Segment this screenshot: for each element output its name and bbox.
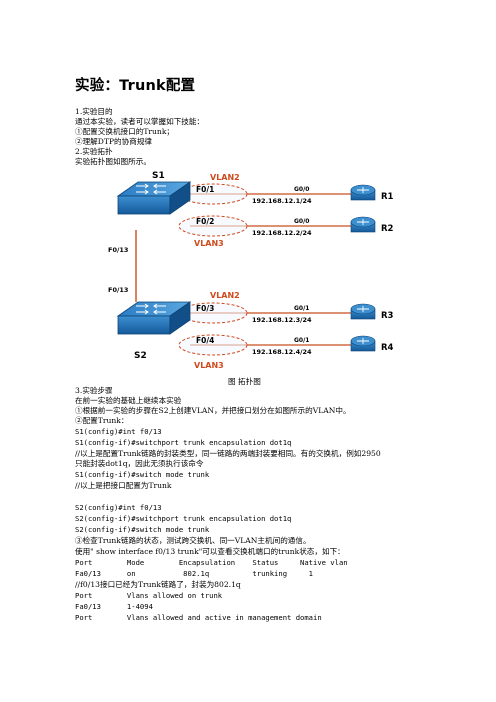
label-vlan3-top: VLAN3 [194, 239, 224, 248]
label-r4: R4 [381, 343, 394, 353]
text-line: 2.实验拓扑 [75, 147, 113, 156]
label-vlan2-top: VLAN2 [210, 173, 240, 182]
code-line: S1(config-if)#switch mode trunk [75, 470, 210, 479]
text-line: 只能封装dot1q，因此无须执行该命令 [75, 459, 204, 468]
label-f013-s2: F0/13 [108, 286, 128, 294]
label-ip-r2: 192.168.12.2/24 [252, 229, 312, 237]
label-f013-s1: F0/13 [108, 246, 128, 254]
text-line: 3.实验步骤 [75, 386, 113, 395]
label-r1: R1 [381, 192, 394, 202]
text-line: 使用" show interface f0/13 trunk"可以查看交换机端口… [75, 547, 345, 556]
label-g01-r4: G0/1 [294, 337, 309, 344]
page-title: 实验：Trunk配置 [75, 78, 196, 94]
router-r2-icon [350, 216, 376, 233]
label-s2: S2 [134, 351, 147, 361]
label-g01-r3: G0/1 [294, 305, 309, 312]
label-g00-r1: G0/0 [294, 186, 309, 193]
code-line: Fa0/13 on 802.1q trunking 1 [75, 569, 313, 578]
label-r3: R3 [381, 311, 394, 321]
code-line: S2(config-if)#switchport trunk encapsula… [75, 514, 292, 523]
label-vlan3-bottom: VLAN3 [194, 361, 224, 370]
label-ip-r3: 192.168.12.3/24 [252, 316, 312, 324]
label-s1: S1 [152, 171, 165, 181]
code-line: S2(config-if)#switch mode trunk [75, 525, 210, 534]
text-line: 1.实验目的 [75, 107, 113, 116]
text-line: 通过本实验，读者可以掌握如下技能： [75, 117, 205, 126]
code-line: S1(config)#int f0/13 [75, 427, 162, 436]
code-line: S2(config)#int f0/13 [75, 503, 162, 512]
label-ip-r1: 192.168.12.1/24 [252, 197, 312, 205]
text-line: ①根据前一实验的步骤在S2上创建VLAN，并把接口划分在如图所示的VLAN中。 [75, 406, 351, 415]
figure-caption: 图 拓扑图 [228, 377, 261, 386]
label-f04: F0/4 [196, 336, 214, 345]
text-line: 在前一实验的基础上继续本实验 [75, 396, 182, 405]
text-line: //以上是配置Trunk链路的封装类型，同一链路的两端封装要相同。有的交换机，例… [75, 449, 381, 458]
code-line: Port Vlans allowed on trunk [75, 591, 223, 600]
label-g00-r2: G0/0 [294, 218, 309, 225]
label-ip-r4: 192.168.12.4/24 [252, 348, 312, 356]
label-vlan2-bottom: VLAN2 [210, 291, 240, 300]
text-line: ①配置交换机接口的Trunk； [75, 127, 175, 136]
switch-s1-icon [116, 181, 192, 215]
text-line: //f0/13接口已经为Trunk链路了，封装为802.1q [75, 580, 241, 589]
text-line: 实验拓扑图如图所示。 [75, 157, 151, 166]
text-line: ②配置Trunk： [75, 416, 129, 425]
vlan2-top-ellipse [178, 183, 248, 205]
router-r1-icon [350, 184, 376, 201]
code-line: Port Mode Encapsulation Status Native vl… [75, 558, 348, 567]
switch-s2-icon [116, 301, 192, 335]
label-f01: F0/1 [196, 185, 214, 194]
vlan3-top-ellipse [178, 215, 248, 237]
router-r3-icon [350, 303, 376, 320]
code-line: S1(config-if)#switchport trunk encapsula… [75, 438, 292, 447]
text-line: //以上是把接口配置为Trunk [75, 481, 172, 490]
vlan2-bottom-ellipse [178, 302, 248, 324]
text-line: ②理解DTP的协商规律 [75, 137, 153, 146]
label-f02: F0/2 [196, 217, 214, 226]
code-line: Fa0/13 1-4094 [75, 602, 153, 611]
label-r2: R2 [381, 224, 394, 234]
code-line: Port Vlans allowed and active in managem… [75, 613, 322, 622]
router-r4-icon [350, 335, 376, 352]
label-f03: F0/3 [196, 304, 214, 313]
topology-diagram: S1 S2 R1 R2 R3 R4 VLAN2 VLAN3 VLAN2 VLAN… [108, 171, 394, 370]
text-line: ③检查Trunk链路的状态，测试跨交换机、同一VLAN主机间的通信。 [75, 536, 311, 545]
vlan3-bottom-ellipse [178, 334, 248, 356]
